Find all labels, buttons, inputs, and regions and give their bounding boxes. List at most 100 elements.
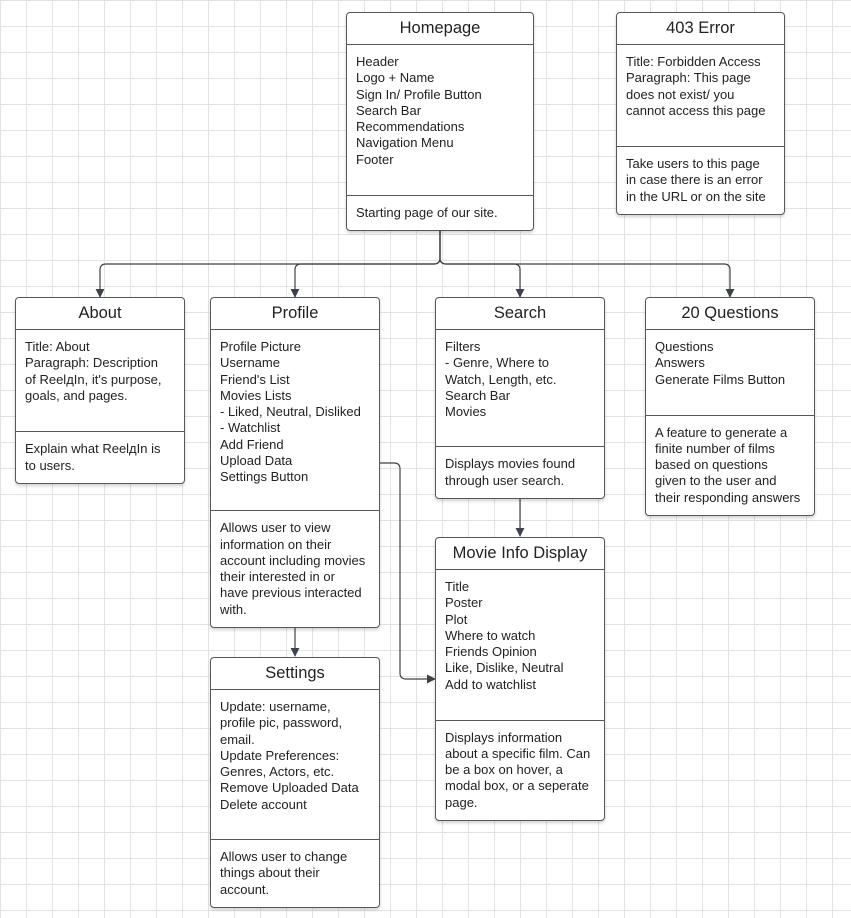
node-text-line: does not exist/ you — [626, 86, 735, 102]
node-title: Movie Info Display — [436, 538, 604, 570]
node-text-line: information on their — [220, 536, 332, 552]
node-text-line: Title — [445, 579, 470, 594]
edge-profile-movie-info — [380, 462, 436, 684]
node-text-line: Username — [220, 355, 280, 371]
node-text-line: profile pic, password, — [220, 715, 343, 731]
node-text-line: Movies Lists — [220, 387, 292, 403]
node-text-line: Update Preferences: — [220, 747, 340, 763]
node-text-line: Remove Uploaded Data — [220, 780, 359, 796]
node-text-line: Allows user to view — [220, 520, 331, 536]
edge-homepage-profile — [290, 231, 441, 298]
node-title: 403 Error — [617, 13, 784, 45]
node-text-line: Header — [356, 54, 399, 69]
node-text-line: Displays information — [445, 729, 563, 745]
node-text-line: in case there is an error — [626, 172, 763, 188]
node-text-line: finite number of films — [655, 440, 775, 456]
node-text-line: to users. — [25, 457, 75, 473]
node-text-line: Paragraph: This page — [626, 70, 751, 86]
node-text-line: through user search. — [445, 472, 565, 488]
node-text-line: with. — [220, 601, 247, 617]
node-text-line: goals, and pages. — [25, 387, 128, 403]
node-text-line: Where to watch — [445, 627, 536, 643]
node-text-line: Displays movies found — [445, 456, 576, 472]
node-text-line: cannot access this page — [626, 102, 766, 118]
node-text-line: their responding answers — [655, 489, 801, 505]
node-text-line: things about their — [220, 865, 320, 881]
node-text-line: - Liked, Neutral, Disliked — [220, 404, 361, 420]
node-text-line: about a specific film. Can — [445, 745, 591, 761]
node-text-line: Generate Films Button — [655, 371, 786, 387]
node-text-line: Questions — [655, 339, 714, 354]
node-text-line: Genres, Actors, etc. — [220, 764, 335, 780]
edge-homepage-questions — [439, 231, 735, 298]
node-text-line: given to the user and — [655, 473, 777, 489]
node-text-line: Take users to this page — [626, 156, 760, 172]
node-text-line: Poster — [445, 595, 483, 611]
node-text-line: in the URL or on the site — [626, 188, 766, 204]
node-text-line: - Watchlist — [220, 420, 281, 436]
node-text-line: Answers — [655, 355, 705, 371]
node-text-line: Movies — [445, 404, 487, 420]
node-title: Settings — [211, 658, 379, 690]
node-text-line: Title: Forbidden Access — [626, 54, 761, 69]
node-title: 20 Questions — [646, 298, 814, 330]
node-text-line: Settings Button — [220, 469, 309, 485]
node-text-line: be a box on hover, a — [445, 762, 563, 778]
node-text-line: Profile Picture — [220, 339, 301, 354]
node-text-line: their interested in or — [220, 569, 335, 585]
node-text-line: Update: username, — [220, 699, 331, 714]
node-text-line: Explain what ReelдIn is — [25, 441, 161, 457]
node-text-line: Friend's List — [220, 371, 290, 387]
node-text-line: Sign In/ Profile Button — [356, 86, 482, 102]
node-text-line: modal box, or a seperate — [445, 778, 589, 794]
node-content: Update: username,profile pic, password,e… — [211, 690, 379, 839]
node-text-line: Add Friend — [220, 436, 284, 452]
node-description: Starting page of our site. — [347, 194, 533, 230]
node-text-line: Footer — [356, 151, 394, 167]
node-text-line: account including movies — [220, 552, 366, 568]
node-title: Profile — [211, 298, 379, 330]
node-text-line: Navigation Menu — [356, 135, 454, 151]
node-text-line: Friends Opinion — [445, 644, 537, 660]
node-text-line: Starting page of our site. — [356, 204, 498, 220]
node-text-line: A feature to generate a — [655, 424, 788, 440]
node-text-line: Filters — [445, 339, 481, 354]
node-text-line: email. — [220, 731, 255, 747]
node-text-line: have previous interacted — [220, 585, 362, 601]
node-text-line: Add to watchlist — [445, 676, 537, 692]
node-title: Homepage — [347, 13, 533, 45]
node-text-line: Logo + Name — [356, 70, 435, 86]
node-text-line: Watch, Length, etc. — [445, 371, 557, 387]
node-title: About — [16, 298, 184, 330]
node-text-line: Paragraph: Description — [25, 355, 158, 371]
node-text-line: Plot — [445, 611, 468, 627]
node-text-line: page. — [445, 794, 478, 810]
node-text-line: Like, Dislike, Neutral — [445, 660, 564, 676]
node-text-line: based on questions — [655, 457, 768, 473]
node-text-line: Search Bar — [445, 387, 511, 403]
node-text-line: Recommendations — [356, 119, 465, 135]
node-text-line: account. — [220, 881, 270, 897]
